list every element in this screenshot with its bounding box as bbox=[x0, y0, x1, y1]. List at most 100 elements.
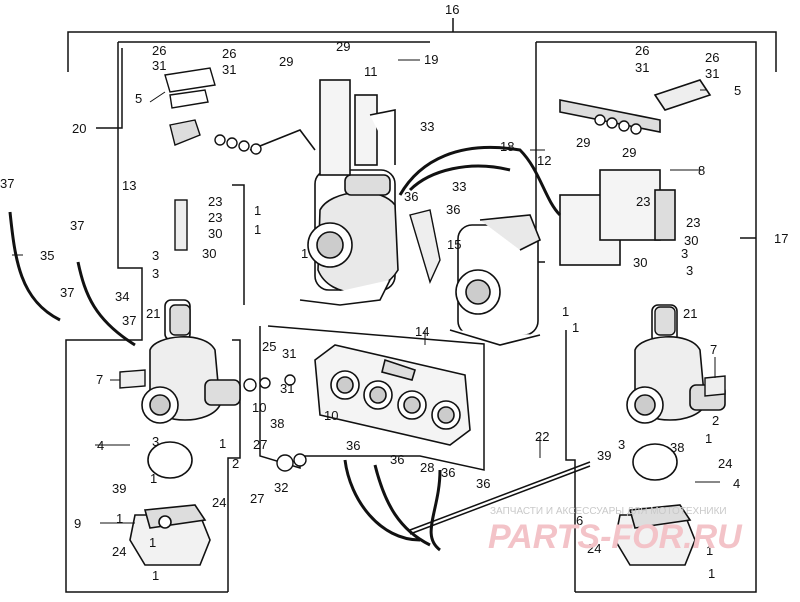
callout-1: 1 bbox=[254, 203, 261, 218]
callout-30: 30 bbox=[202, 246, 216, 261]
hoses-and-cables bbox=[8, 145, 562, 552]
callout-38: 38 bbox=[670, 440, 684, 455]
callout-27: 27 bbox=[250, 491, 264, 506]
callout-2: 2 bbox=[232, 456, 239, 471]
callout-38: 38 bbox=[270, 416, 284, 431]
callout-27: 27 bbox=[253, 437, 267, 452]
callout-32: 32 bbox=[274, 480, 288, 495]
callout-39: 39 bbox=[597, 448, 611, 463]
callout-1: 1 bbox=[562, 304, 569, 319]
callout-5: 5 bbox=[135, 91, 142, 106]
callout-18: 18 bbox=[500, 139, 514, 154]
callout-3: 3 bbox=[686, 263, 693, 278]
callout-36: 36 bbox=[404, 189, 418, 204]
callout-33: 33 bbox=[420, 119, 434, 134]
callout-37: 37 bbox=[0, 176, 14, 191]
callout-3: 3 bbox=[152, 266, 159, 281]
callout-21: 21 bbox=[683, 306, 697, 321]
callout-7: 7 bbox=[96, 372, 103, 387]
callout-3: 3 bbox=[681, 246, 688, 261]
callout-30: 30 bbox=[684, 233, 698, 248]
callout-6: 6 bbox=[576, 513, 583, 528]
callout-34: 34 bbox=[115, 289, 129, 304]
watermark-logo: PARTS-FOR.RU bbox=[488, 518, 743, 556]
callout-10: 10 bbox=[324, 408, 338, 423]
callout-4: 4 bbox=[97, 438, 104, 453]
callout-31: 31 bbox=[282, 346, 296, 361]
callout-23: 23 bbox=[686, 215, 700, 230]
callout-1: 1 bbox=[150, 471, 157, 486]
callout-31: 31 bbox=[152, 58, 166, 73]
callout-24: 24 bbox=[718, 456, 732, 471]
callout-29: 29 bbox=[576, 135, 590, 150]
leader-lines bbox=[12, 59, 720, 524]
callout-7: 7 bbox=[710, 342, 717, 357]
callout-25: 25 bbox=[262, 339, 276, 354]
callout-26: 26 bbox=[635, 43, 649, 58]
callout-33: 33 bbox=[452, 179, 466, 194]
callout-3: 3 bbox=[152, 434, 159, 449]
callout-1: 1 bbox=[254, 222, 261, 237]
callout-36: 36 bbox=[346, 438, 360, 453]
callout-1: 1 bbox=[708, 566, 715, 581]
callout-12: 12 bbox=[537, 153, 551, 168]
callout-8: 8 bbox=[698, 163, 705, 178]
callout-35: 35 bbox=[40, 248, 54, 263]
callout-15: 15 bbox=[447, 237, 461, 252]
callout-36: 36 bbox=[441, 465, 455, 480]
callout-1: 1 bbox=[116, 511, 123, 526]
callout-36: 36 bbox=[390, 452, 404, 467]
callout-21: 21 bbox=[146, 306, 160, 321]
callout-30: 30 bbox=[633, 255, 647, 270]
callout-11: 11 bbox=[364, 64, 378, 79]
callout-31: 31 bbox=[635, 60, 649, 75]
callout-23: 23 bbox=[636, 194, 650, 209]
callout-28: 28 bbox=[420, 460, 434, 475]
callout-29: 29 bbox=[622, 145, 636, 160]
callout-24: 24 bbox=[212, 495, 226, 510]
callout-1: 1 bbox=[572, 320, 579, 335]
callout-23: 23 bbox=[208, 210, 222, 225]
callout-36: 36 bbox=[446, 202, 460, 217]
watermark-caption: ЗАПЧАСТИ И АКСЕССУАРЫ ДЛЯ МОТОТЕХНИКИ bbox=[490, 506, 727, 517]
callout-9: 9 bbox=[74, 516, 81, 531]
callout-16: 16 bbox=[445, 2, 459, 17]
callout-13: 13 bbox=[122, 178, 136, 193]
callout-36: 36 bbox=[476, 476, 490, 491]
callout-31: 31 bbox=[705, 66, 719, 81]
callout-1: 1 bbox=[149, 535, 156, 550]
callout-31: 31 bbox=[222, 62, 236, 77]
callout-23: 23 bbox=[208, 194, 222, 209]
callout-39: 39 bbox=[112, 481, 126, 496]
callout-14: 14 bbox=[415, 324, 429, 339]
callout-1: 1 bbox=[301, 246, 308, 261]
callout-37: 37 bbox=[122, 313, 136, 328]
callout-19: 19 bbox=[424, 52, 438, 67]
callout-22: 22 bbox=[535, 429, 549, 444]
callout-29: 29 bbox=[336, 39, 350, 54]
callout-37: 37 bbox=[70, 218, 84, 233]
callout-26: 26 bbox=[152, 43, 166, 58]
callout-31: 31 bbox=[280, 381, 294, 396]
intake-manifold bbox=[314, 344, 471, 446]
callout-2: 2 bbox=[712, 413, 719, 428]
callout-3: 3 bbox=[618, 437, 625, 452]
callout-26: 26 bbox=[705, 50, 719, 65]
callout-10: 10 bbox=[252, 400, 266, 415]
callout-20: 20 bbox=[72, 121, 86, 136]
callout-labels: 16 20 17 19 18 26 26 31 31 26 26 31 31 2… bbox=[0, 2, 788, 583]
callout-24: 24 bbox=[587, 541, 601, 556]
callout-5: 5 bbox=[734, 83, 741, 98]
center-carb bbox=[449, 194, 621, 346]
callout-1: 1 bbox=[219, 436, 226, 451]
frame-lines bbox=[65, 18, 777, 593]
callout-29: 29 bbox=[279, 54, 293, 69]
callout-24: 24 bbox=[112, 544, 126, 559]
callout-4: 4 bbox=[733, 476, 740, 491]
callout-3: 3 bbox=[152, 248, 159, 263]
callout-17: 17 bbox=[774, 231, 788, 246]
callout-1: 1 bbox=[705, 431, 712, 446]
left-carb-upper bbox=[249, 79, 399, 306]
